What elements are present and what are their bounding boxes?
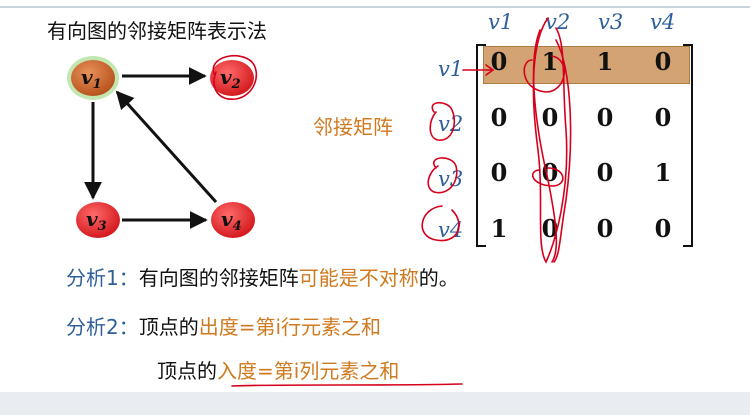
matrix-cell: 0 <box>596 158 614 187</box>
graph-diagram: v1 v2 v3 v4 <box>67 56 255 238</box>
slide-title: 有向图的邻接矩阵表示法 <box>47 19 267 43</box>
matrix-cell: 0 <box>596 214 614 243</box>
matrix-cell: 0 <box>654 214 672 243</box>
analysis-3-text-a: 顶点的 <box>157 359 217 383</box>
bottom-bar <box>0 392 750 415</box>
matrix-cell: 0 <box>490 158 508 187</box>
col-header-v1: v1 <box>488 10 514 34</box>
annotation-column-v2-loop-b <box>532 29 558 263</box>
matrix-cell: 0 <box>490 103 508 132</box>
analysis-1-text-b: 可能是不对称 <box>298 266 419 290</box>
annotation-column-v2-cell-3 <box>531 167 564 187</box>
matrix-cell: 0 <box>596 103 614 132</box>
node-v1 <box>71 60 115 96</box>
analysis-2-text-a: 顶点的 <box>138 315 199 339</box>
analysis-1-text-c: 的。 <box>418 266 459 290</box>
analysis-1-label: 分析1： <box>66 266 139 290</box>
analysis-1-text-a: 有向图的邻接矩阵 <box>138 266 299 290</box>
node-v3-label: v3 <box>86 207 107 234</box>
col-header-v3: v3 <box>598 10 624 34</box>
node-v4-label: v4 <box>221 207 242 234</box>
analysis-2: 分析2：顶点的出度=第i行元素之和 <box>66 311 381 340</box>
col-header-v4: v4 <box>650 10 676 34</box>
matrix-cell: 0 <box>654 103 672 132</box>
matrix-cell: 1 <box>541 47 559 76</box>
node-v3 <box>76 202 120 238</box>
annotation-circle-v2-header <box>429 101 456 141</box>
adjacency-matrix-label: 邻接矩阵 <box>313 115 393 139</box>
annotation-column-v2-cell <box>523 55 566 93</box>
edge-v4-v1 <box>115 90 218 204</box>
handwritten-annotations <box>212 17 572 387</box>
matrix-cell: 0 <box>541 103 559 132</box>
top-rule <box>0 6 750 8</box>
analysis-3: 顶点的入度=第i列元素之和 <box>157 355 399 384</box>
matrix-cell: 0 <box>541 158 559 187</box>
analysis-2-label: 分析2： <box>66 315 139 339</box>
node-v2-label: v2 <box>220 65 241 92</box>
annotation-circle-v3-header <box>427 157 458 194</box>
matrix-right-bracket <box>683 44 693 247</box>
matrix-cell: 1 <box>596 47 614 76</box>
slide: 有向图的邻接矩阵表示法 v1 v2 v3 <box>0 0 750 392</box>
matrix-cell: 1 <box>490 214 508 243</box>
row-header-v1: v1 <box>438 57 464 81</box>
row-v1-highlight <box>483 46 690 84</box>
node-v4 <box>211 202 255 238</box>
annotation-column-v2-loop-c <box>553 39 572 263</box>
analysis-3-text-b: 入度=第i列元素之和 <box>217 359 400 383</box>
matrix-cell: 1 <box>654 158 672 187</box>
matrix-cell: 0 <box>541 214 559 243</box>
annotation-circle-v4-header <box>421 205 460 242</box>
matrix-left-bracket <box>476 44 486 247</box>
matrix-cell: 0 <box>654 47 672 76</box>
annotation-circle-v2-node <box>212 54 258 100</box>
node-v2 <box>210 60 254 96</box>
annotation-arrow-row-v1 <box>462 64 495 76</box>
annotation-underline-indegree <box>231 383 463 387</box>
analysis-1: 分析1：有向图的邻接矩阵可能是不对称的。 <box>66 262 459 291</box>
row-header-v2: v2 <box>438 112 464 136</box>
analysis-2-text-b: 出度=第i行元素之和 <box>198 315 382 339</box>
node-v1-label: v1 <box>81 65 102 92</box>
matrix-cell: 0 <box>490 47 508 76</box>
